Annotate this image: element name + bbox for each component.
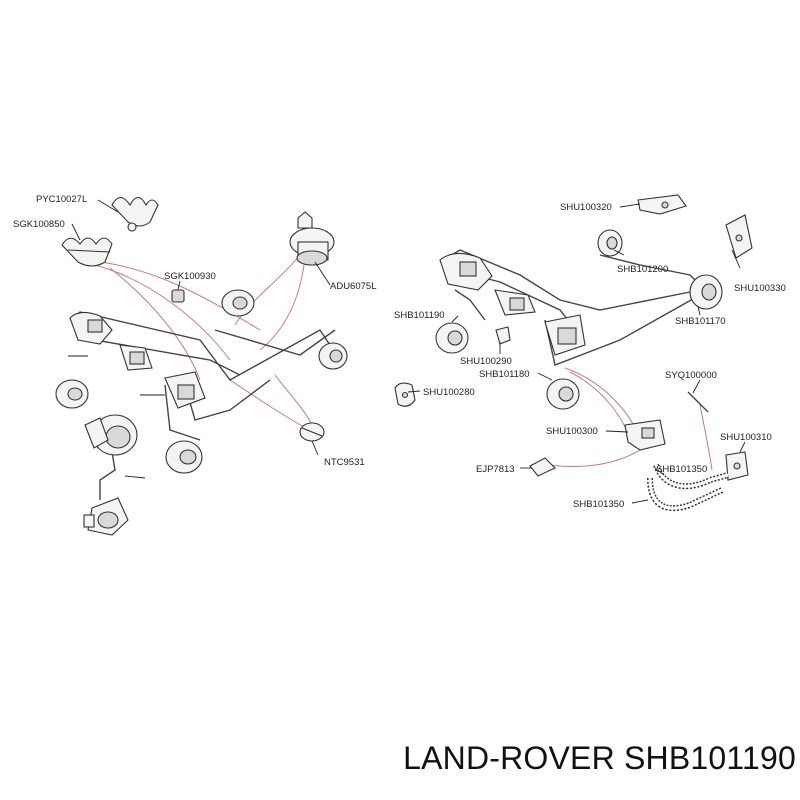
label-shu100310: SHU100310 <box>720 432 772 443</box>
label-shu100300: SHU100300 <box>546 426 598 437</box>
clip-ejp7813 <box>529 457 556 477</box>
bracket-shu100300 <box>624 419 666 451</box>
bracket-shu100290 <box>495 326 511 345</box>
label-sgk100930: SGK100930 <box>164 271 216 282</box>
part-number-title: LAND-ROVER SHB101190 <box>403 740 796 776</box>
label-pyc10027l: PYC10027L <box>36 194 87 205</box>
brake-disc-shb101180 <box>546 378 580 410</box>
label-sgk100850: SGK100850 <box>13 219 65 230</box>
clip-ntc9531 <box>299 422 325 442</box>
modulator-block <box>164 371 206 409</box>
label-shb101180: SHB101180 <box>479 369 530 380</box>
label-ejp7813: EJP7813 <box>476 464 515 475</box>
label-shb101170: SHB101170 <box>675 316 726 327</box>
right-brake-assembly <box>394 194 753 512</box>
clip-sgk100850 <box>61 237 113 267</box>
bracket-shu100310 <box>725 451 749 481</box>
label-ntc9531: NTC9531 <box>324 457 365 468</box>
abs-sensor-left-top <box>221 289 255 317</box>
label-shb101350-upper: SHB101350 <box>656 464 707 475</box>
label-shb101200: SHB101200 <box>617 264 668 275</box>
label-adu6075l: ADU6075L <box>330 281 376 292</box>
bracket-shu100320 <box>637 194 687 215</box>
shield-shu100280 <box>394 382 416 407</box>
label-shu100330: SHU100330 <box>734 283 786 294</box>
brake-disc-left-rear <box>55 379 89 409</box>
valve-adu6075l <box>289 211 335 266</box>
brake-disc-right-side <box>689 274 723 310</box>
bracket-shu100330 <box>725 214 753 259</box>
left-brake-assembly <box>55 196 348 536</box>
brake-disc-shb101190 <box>435 322 469 354</box>
connector-sgk100930 <box>171 289 185 303</box>
cable-tie-syq100000 <box>687 391 709 413</box>
master-assembly-left <box>69 311 153 371</box>
label-shu100280: SHU100280 <box>423 387 475 398</box>
brake-disc-right-top <box>597 229 623 257</box>
label-shb101190: SHB101190 <box>394 310 445 321</box>
hose-shb101350-upper <box>653 463 729 490</box>
master-cylinder <box>84 414 138 456</box>
clip-pyc10027l <box>111 196 159 232</box>
right-leader-lines <box>407 203 746 504</box>
label-shu100320: SHU100320 <box>560 202 612 213</box>
label-shb101350-lower: SHB101350 <box>573 499 624 510</box>
label-syq100000: SYQ100000 <box>665 370 717 381</box>
hose-shb101350-lower <box>647 477 724 512</box>
right-pressure-block <box>439 252 536 316</box>
right-modulator <box>544 314 586 356</box>
label-shu100290: SHU100290 <box>460 356 512 367</box>
left-leader-lines <box>68 199 331 479</box>
pump-assembly <box>83 497 129 536</box>
brake-disc-left-right <box>318 342 348 370</box>
brake-disc-left-center <box>165 440 203 474</box>
